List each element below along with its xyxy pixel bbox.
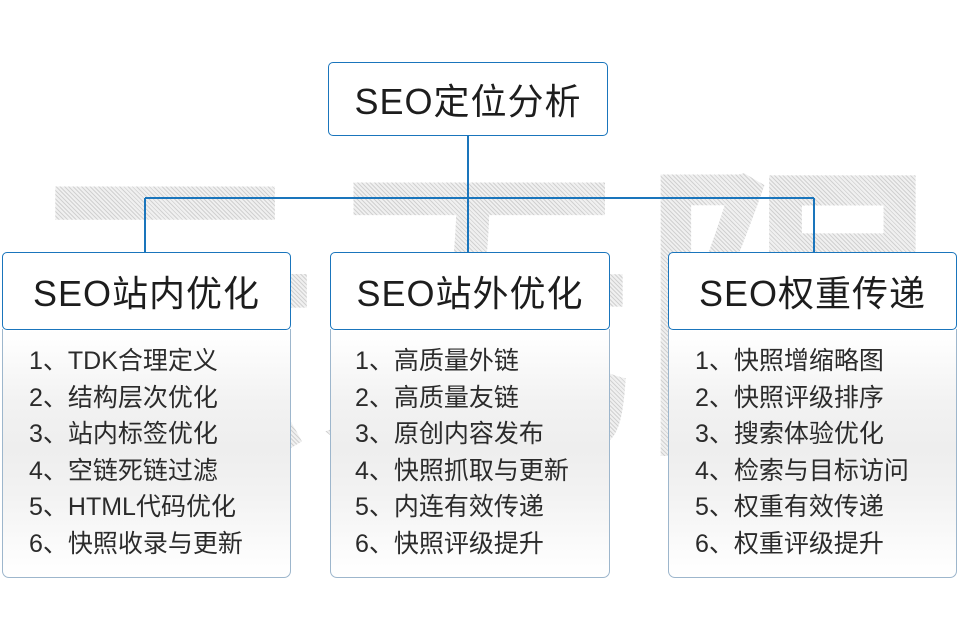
list-item: 5、HTML代码优化: [29, 493, 236, 521]
branch-column-1: SEO站内优化 1、TDK合理定义 2、结构层次优化 3、站内标签优化 4、空链…: [2, 252, 291, 578]
list-item: 6、权重评级提升: [695, 529, 884, 558]
list-item: 4、空链死链过滤: [29, 456, 218, 485]
branch-body-2: 1、高质量外链 2、高质量友链 3、原创内容发布 4、快照抓取与更新 5、内连有…: [330, 329, 610, 578]
root-node: SEO定位分析: [328, 62, 608, 136]
list-item: 5、权重有效传递: [695, 493, 884, 521]
list-item: 3、搜索体验优化: [695, 420, 884, 448]
branch-title-1: SEO站内优化: [32, 273, 261, 314]
list-item: 4、快照抓取与更新: [355, 456, 569, 485]
branch-title-2: SEO站外优化: [356, 273, 584, 314]
branch-column-3: SEO权重传递 1、快照增缩略图 2、快照评级排序 3、搜索体验优化 4、检索与…: [668, 252, 957, 578]
list-item: 6、快照收录与更新: [29, 529, 243, 558]
branch-column-2: SEO站外优化 1、高质量外链 2、高质量友链 3、原创内容发布 4、快照抓取与…: [330, 252, 610, 578]
branch-header-3: SEO权重传递: [668, 252, 957, 330]
list-item: 2、高质量友链: [355, 383, 519, 412]
list-item: 2、结构层次优化: [29, 383, 218, 412]
list-item: 1、快照增缩略图: [695, 347, 884, 375]
list-item: 1、TDK合理定义: [29, 347, 218, 375]
branch-body-3: 1、快照增缩略图 2、快照评级排序 3、搜索体验优化 4、检索与目标访问 5、权…: [668, 329, 957, 578]
list-item: 4、检索与目标访问: [695, 456, 909, 485]
list-item: 2、快照评级排序: [695, 383, 884, 412]
list-item: 1、高质量外链: [355, 347, 519, 375]
list-item: 3、原创内容发布: [355, 420, 544, 448]
list-item: 5、内连有效传递: [355, 493, 544, 521]
list-item: 3、站内标签优化: [29, 420, 218, 448]
branch-body-1: 1、TDK合理定义 2、结构层次优化 3、站内标签优化 4、空链死链过滤 5、H…: [2, 329, 291, 578]
branch-header-1: SEO站内优化: [2, 252, 291, 330]
branch-header-2: SEO站外优化: [330, 252, 610, 330]
root-node-title: SEO定位分析: [354, 81, 582, 122]
branch-title-3: SEO权重传递: [698, 273, 927, 314]
list-item: 6、快照评级提升: [355, 529, 544, 558]
